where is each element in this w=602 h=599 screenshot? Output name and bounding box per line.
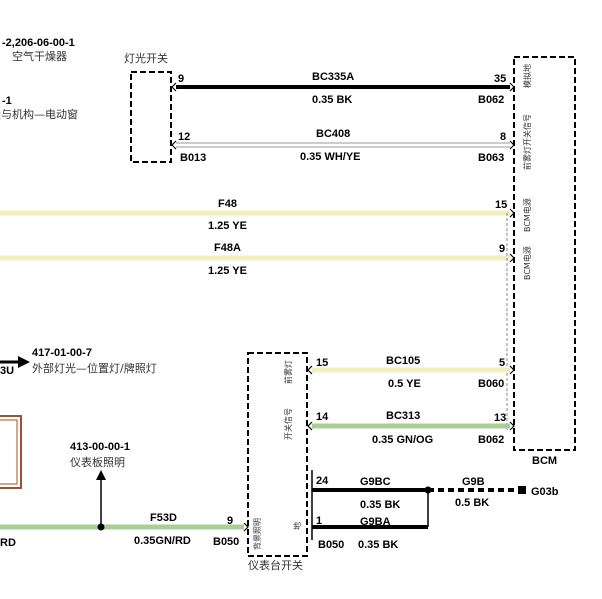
connector-mark bbox=[171, 140, 177, 150]
light-switch-connector: B013 bbox=[180, 152, 206, 164]
pin-left: 9 bbox=[178, 73, 184, 85]
bcm-name: BCM bbox=[532, 455, 557, 467]
ref-name-3: 外部灯光—位置灯/牌照灯 bbox=[32, 361, 157, 375]
connector-mark bbox=[509, 253, 515, 263]
ref-code-4[interactable]: 413-00-00-1 bbox=[70, 441, 130, 453]
wire-spec: 0.5 BK bbox=[455, 497, 489, 509]
wire-spec: 0.5 YE bbox=[388, 378, 421, 390]
wire-spec: 0.35 BK bbox=[360, 499, 400, 511]
pin-left: 1 bbox=[316, 515, 322, 527]
ref-name-4: 仪表板照明 bbox=[70, 455, 125, 469]
dash-switch-box[interactable] bbox=[247, 352, 308, 557]
ground-terminal-icon bbox=[518, 486, 526, 494]
pin-right: 15 bbox=[495, 199, 507, 211]
arrow-right-icon[interactable] bbox=[18, 356, 30, 368]
wire-spec: 0.35 BK bbox=[358, 539, 398, 551]
pin-right: 13 bbox=[494, 412, 506, 424]
connector-mark bbox=[307, 365, 313, 375]
component-box-left[interactable] bbox=[0, 415, 22, 489]
connector-mark bbox=[509, 208, 515, 218]
wire-id: G9B bbox=[462, 476, 485, 488]
dash-label-fog: 前雾灯 bbox=[283, 360, 293, 384]
wire-id: G9BC bbox=[360, 476, 391, 488]
wire-spec: 0.35 BK bbox=[312, 94, 352, 106]
connector-mark bbox=[509, 421, 515, 431]
pin-right: 5 bbox=[499, 357, 505, 369]
ref-arrow-label: 3U bbox=[0, 365, 14, 377]
connector-mark bbox=[171, 82, 177, 92]
wire-spec: 1.25 YE bbox=[208, 265, 247, 277]
ground-label: G03b bbox=[531, 486, 559, 498]
bcm-label-power-1: BCM电源 bbox=[522, 198, 532, 232]
pin-left: 24 bbox=[316, 475, 329, 487]
bcm-label-power-2: BCM电源 bbox=[522, 246, 532, 280]
wire-id: BC105 bbox=[386, 355, 420, 367]
light-switch-box[interactable] bbox=[130, 71, 172, 163]
bcm-label-analog-ground: 模拟地 bbox=[522, 64, 532, 88]
wire-spec: 0.35GN/RD bbox=[134, 535, 191, 547]
pin-right: 35 bbox=[494, 73, 506, 85]
ref-rd: RD bbox=[0, 537, 16, 549]
connector-mark bbox=[509, 82, 515, 92]
dash-switch-title: 仪表台开关 bbox=[248, 558, 303, 572]
connector-mark bbox=[243, 522, 249, 532]
connector-right: B060 bbox=[478, 378, 504, 390]
light-switch-title: 灯光开关 bbox=[124, 51, 168, 65]
pin-right: 9 bbox=[227, 515, 233, 527]
wire-id: BC313 bbox=[386, 410, 420, 422]
component-box-left-inner bbox=[0, 419, 18, 485]
connector-right: B062 bbox=[478, 434, 504, 446]
wire-id: BC408 bbox=[316, 128, 350, 140]
pin-left: 14 bbox=[316, 411, 329, 423]
connector-mark bbox=[307, 421, 313, 431]
connector-left: B050 bbox=[318, 539, 344, 551]
pin-left: 12 bbox=[178, 131, 190, 143]
wire-spec: 0.35 WH/YE bbox=[300, 151, 361, 163]
wire-spec: 1.25 YE bbox=[208, 220, 247, 232]
bcm-box[interactable] bbox=[513, 56, 576, 451]
connector-mark bbox=[509, 140, 515, 150]
connector-right: B050 bbox=[213, 536, 239, 548]
wire-spec: 0.35 GN/OG bbox=[372, 434, 433, 446]
wire-id: F53D bbox=[150, 512, 177, 524]
bcm-label-fog-switch: 前雾灯开关信号 bbox=[522, 114, 532, 170]
pin-right: 8 bbox=[500, 131, 506, 143]
arrow-up-icon[interactable] bbox=[96, 470, 106, 480]
dash-label-backlight: 背景照明 bbox=[252, 518, 262, 550]
connector-mark bbox=[509, 365, 515, 375]
wire-id: G9BA bbox=[360, 516, 391, 528]
pin-left: 15 bbox=[316, 357, 328, 369]
ref-code-3[interactable]: 417-01-00-7 bbox=[32, 347, 92, 359]
ref-code-2[interactable]: -1 bbox=[2, 95, 12, 107]
wire-id: F48A bbox=[214, 242, 241, 254]
ref-name-2: 蛋与机构—电动窗 bbox=[0, 107, 78, 121]
ref-name-1: 空气干燥器 bbox=[12, 49, 67, 63]
splice-dot bbox=[97, 523, 105, 531]
connector-right: B063 bbox=[478, 152, 504, 164]
wire-id: BC335A bbox=[312, 71, 354, 83]
ref-code-1[interactable]: -2,206-06-00-1 bbox=[2, 37, 75, 49]
connector-right: B062 bbox=[478, 94, 504, 106]
dash-label-ground: 地 bbox=[292, 522, 302, 530]
wire-id: F48 bbox=[218, 198, 237, 210]
dash-label-switch-signal: 开关信号 bbox=[283, 408, 293, 440]
pin-right: 9 bbox=[499, 243, 505, 255]
